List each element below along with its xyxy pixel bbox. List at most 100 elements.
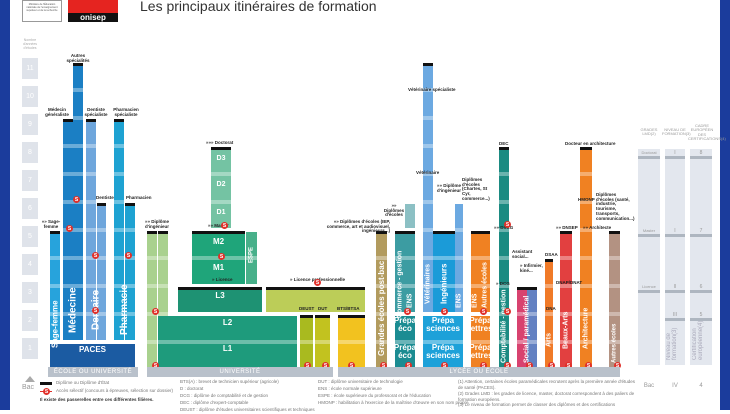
legend-line: DEC : diplôme d'expert-comptable: [180, 399, 249, 405]
selective-access-icon: S: [504, 221, 511, 228]
right-border: [720, 0, 730, 410]
label-m1: M1: [212, 262, 225, 272]
label-grandes-ecoles: Grandes écoles post-bac: [377, 260, 386, 356]
label-m2: M2: [212, 236, 225, 246]
grade-label: Licence: [642, 284, 656, 289]
abbreviations-2: DUT : diplôme universitaire de technolog…: [318, 379, 468, 407]
diploma-mark: [97, 203, 106, 206]
grade-tick: [638, 234, 660, 237]
diploma-mark: [50, 231, 60, 234]
bar-prepa-sciences: [423, 316, 463, 368]
label-medecine: Médecine: [67, 287, 79, 333]
right-bottom-bac: Bac: [643, 383, 655, 389]
label-medecin-generaliste: Médecin généraliste: [45, 107, 69, 117]
grade-label: Doctorat: [641, 150, 657, 155]
selective-access-icon: S: [441, 308, 448, 315]
label-social: Social / paramédical: [523, 295, 531, 363]
legend-line: HMONP : habilitation à l'exercice de la …: [318, 399, 469, 405]
bar-dentiste-specialiste: [86, 120, 96, 340]
grade-tick: [638, 290, 660, 293]
label-pharmacie: Pharmacie: [119, 284, 130, 336]
bar-autres-ecoles-2: [609, 232, 620, 368]
diploma-mark: [609, 231, 620, 234]
bar-beaux-arts: [560, 232, 572, 368]
legend-line: DUT : diplôme universitaire de technolog…: [318, 379, 403, 384]
label-diplome-ingenieur: »» Diplôme d'ingénieur: [144, 219, 170, 229]
niveau-label: III: [672, 312, 678, 318]
grades-panel: [638, 149, 660, 365]
diploma-mark: [63, 119, 73, 122]
label-deust: DEUST: [299, 306, 315, 311]
level-box-2: 2: [22, 310, 38, 331]
right-bottom-niveau: IV: [672, 383, 678, 389]
bar-pharmacien-specialiste: [114, 120, 124, 340]
diploma-mark: [178, 287, 262, 290]
diploma-mark: [147, 231, 157, 234]
diploma-mark: [211, 147, 231, 150]
diploma-mark: [471, 231, 490, 234]
cadre-label: 5: [699, 312, 703, 318]
bar-ens-sciences: [455, 204, 463, 312]
level-box-5: 5: [22, 226, 38, 247]
selective-access-icon: S: [405, 362, 412, 369]
bar-bts: [338, 316, 365, 368]
level-box-1: 1: [22, 338, 38, 359]
legend-line: DEUST : diplôme d'études universitaires …: [180, 406, 315, 412]
page-title: Les principaux itinéraires de formation: [140, 0, 377, 14]
label-prepa-lettres-2: Prépa lettres: [468, 315, 493, 333]
label-d2: D2: [216, 181, 226, 189]
cadre-label: 7: [699, 228, 703, 234]
label-prepa-sciences-1: Prépa sciences: [426, 342, 460, 360]
band-universite: UNIVERSITÉ: [147, 367, 333, 377]
legend-line: ENS : école normale supérieure: [318, 385, 382, 391]
label-pharmacien-specialiste: Pharmacien spécialiste: [113, 107, 139, 117]
bac-arrow-icon: [25, 376, 35, 382]
label-espe: ESPE: [248, 247, 255, 264]
footnotes: (1) Attention, certaines écoles paramédi…: [458, 379, 638, 408]
selective-access-icon: S: [348, 362, 355, 369]
niveau-tick: [665, 234, 685, 237]
selective-access-icon: S: [92, 307, 99, 314]
diploma-mark: [73, 63, 83, 66]
label-diplome-ingenieur-2: »» Diplôme d'ingénieur: [436, 183, 462, 193]
bar-arts: [545, 260, 553, 368]
diploma-mark: [376, 231, 387, 234]
bar-licence-pro: [266, 288, 365, 312]
label-dscg: »» DSCG: [494, 225, 514, 230]
selective-legend-icon: S: [43, 388, 50, 395]
cadre-label: 6: [699, 284, 703, 290]
selective-access-icon: S: [66, 225, 73, 232]
level-box-8: 8: [22, 142, 38, 163]
label-prepa-eco-2: Prépa éco: [393, 315, 417, 333]
label-bts: BTS/BTSA: [337, 306, 360, 311]
diploma-mark: [192, 231, 245, 234]
right-bottom-cadre: 4: [699, 383, 703, 389]
label-hmonp: HMONP: [578, 197, 595, 202]
selective-access-icon: S: [92, 252, 99, 259]
selective-access-icon: S: [526, 362, 533, 369]
diploma-mark: [114, 119, 124, 122]
legend-line: (2) Grades LMD : les grades de licence, …: [458, 390, 635, 402]
selective-access-icon: S: [614, 362, 621, 369]
label-diplomes-autres: Diplômes d'écoles (santé, industrie, tou…: [596, 192, 635, 221]
label-ingenieurs: Ingénieurs: [439, 263, 449, 305]
bar-espe: [246, 232, 257, 284]
label-architecture: Architecture: [582, 307, 590, 349]
niveau-label: II: [673, 284, 677, 290]
label-ens-2: ENS: [455, 293, 463, 309]
level-box-10: 10: [22, 86, 38, 107]
bar-paramedical: [527, 288, 537, 368]
bar-social: [517, 288, 527, 368]
label-paces: PACES: [79, 344, 106, 354]
label-arts: Arts: [545, 333, 553, 348]
bar-diplomes-ecoles: [405, 204, 415, 228]
selective-access-icon: S: [73, 196, 80, 203]
selective-access-icon: S: [504, 362, 511, 369]
diploma-legend-swatch: [40, 382, 52, 385]
abbreviations-1: BTS(A) : brevet de technicien supérieur …: [180, 379, 315, 414]
legend-line: (1) Attention, certaines écoles paramédi…: [458, 379, 635, 390]
label-dcg: » DCG: [496, 281, 510, 286]
selective-access-icon: S: [152, 362, 159, 369]
diploma-mark: [125, 203, 135, 206]
level-box-4: 4: [22, 254, 38, 275]
